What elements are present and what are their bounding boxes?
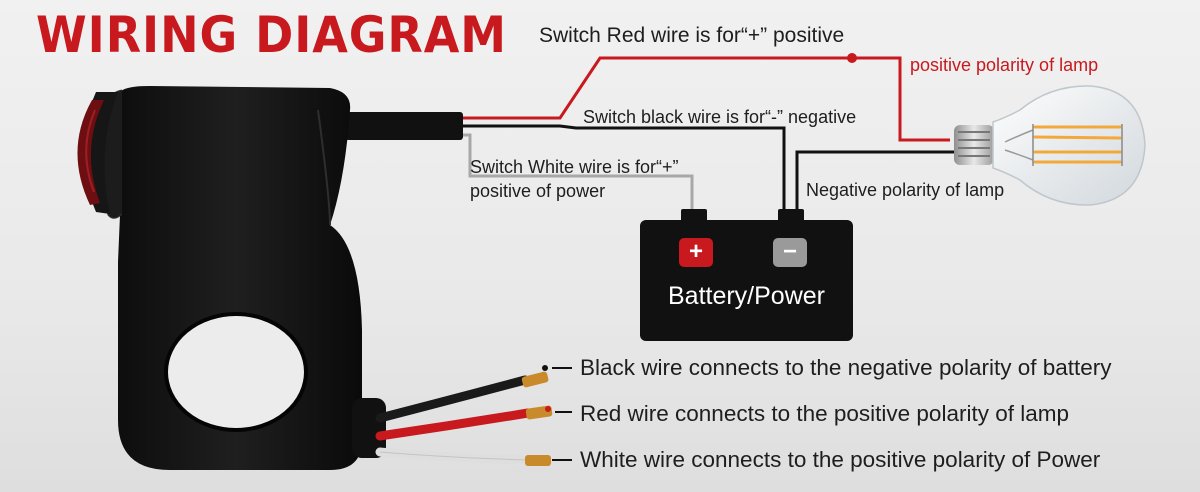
- battery-positive-post: [681, 209, 707, 222]
- bottom-wire-bundle: [352, 365, 572, 466]
- switch-cable-sleeve: [345, 112, 463, 140]
- battery-minus-terminal: −: [773, 238, 807, 267]
- white-wire-label-line2: positive of power: [470, 181, 606, 201]
- red-wire-label: Switch Red wire is for“+” positive: [539, 24, 845, 47]
- switch-red-lens: [77, 100, 104, 205]
- light-bulb-icon: [954, 85, 1146, 206]
- battery-plus-terminal: +: [679, 238, 713, 267]
- battery-label: Battery/Power: [667, 282, 825, 310]
- black-wire-to-lamp: [795, 150, 955, 210]
- black-wire-top: [463, 124, 786, 210]
- connection-red-label: Red wire connects to the positive polari…: [580, 401, 1069, 426]
- red-wire-junction-dot: [847, 53, 857, 63]
- white-wire-label: Switch White wire is for“+” positive of …: [470, 155, 679, 203]
- handlebar-clamp-hole: [166, 314, 306, 430]
- page-title: WIRING DIAGRAM: [36, 6, 507, 64]
- battery-negative-post: [778, 209, 804, 222]
- negative-polarity-lamp-label: Negative polarity of lamp: [806, 180, 1005, 200]
- white-wire-top: [463, 133, 694, 210]
- connection-white-label: White wire connects to the positive pola…: [580, 447, 1101, 472]
- handlebar-switch-icon: [77, 86, 362, 470]
- connection-black-label: Black wire connects to the negative pola…: [580, 355, 1112, 380]
- white-wire-label-line1: Switch White wire is for“+”: [470, 157, 679, 177]
- positive-polarity-lamp-label: positive polarity of lamp: [910, 55, 1099, 75]
- battery-icon: + − Battery/Power: [640, 220, 853, 341]
- black-wire-label: Switch black wire is for“-” negative: [583, 107, 857, 127]
